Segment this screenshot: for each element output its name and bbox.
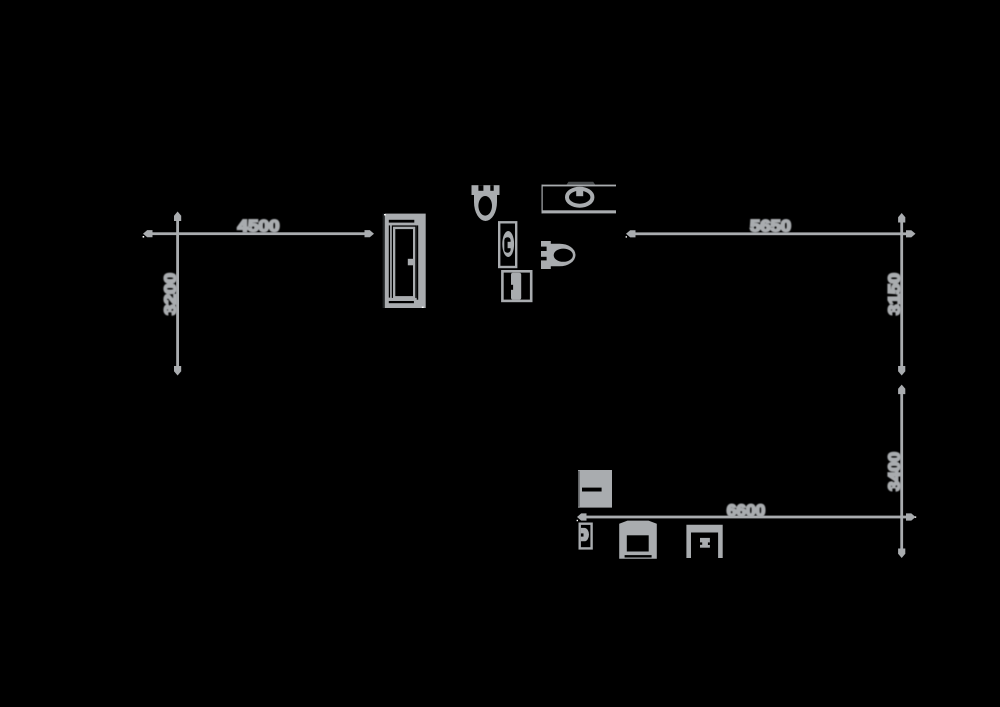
svg-text:3200: 3200 — [162, 273, 180, 315]
svg-text:6600: 6600 — [727, 502, 766, 520]
svg-text:3150: 3150 — [886, 273, 904, 315]
svg-text:3400: 3400 — [886, 452, 904, 491]
svg-text:5650: 5650 — [750, 217, 791, 235]
svg-text:4500: 4500 — [238, 217, 280, 235]
